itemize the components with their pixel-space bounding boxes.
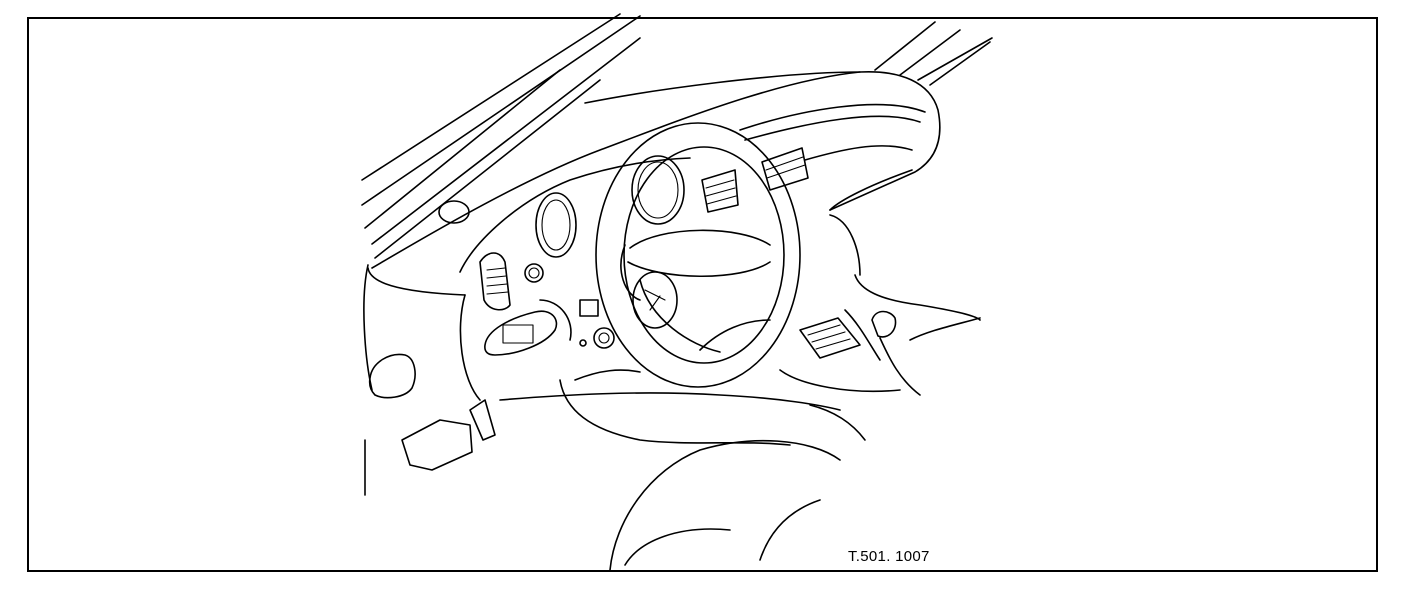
dashboard: [363, 71, 941, 401]
ignition-area: [579, 299, 615, 349]
instrument-cluster: [459, 155, 691, 283]
left-knee-panel: [368, 353, 416, 399]
centre-console: [779, 274, 981, 396]
figure-reference-code: T.501. 1007: [848, 548, 930, 565]
driver-seat: [559, 379, 841, 571]
air-vent-centre: [701, 147, 809, 213]
glovebox-panel: [484, 299, 572, 356]
air-vent-left: [479, 252, 511, 311]
right-pillar-lines: [874, 21, 993, 86]
air-vent-left-top: [438, 200, 470, 224]
pedals: [364, 399, 496, 496]
windscreen-pillar-lines: [361, 13, 641, 259]
steering-wheel: [595, 122, 801, 388]
figure-frame: [27, 17, 1378, 572]
lower-dashboard: [499, 369, 866, 441]
